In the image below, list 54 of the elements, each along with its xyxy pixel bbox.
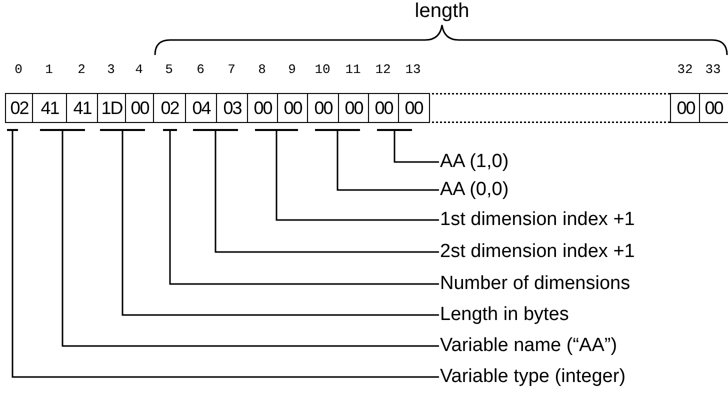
byte-index: 9: [288, 62, 296, 77]
byte-index: 2: [78, 62, 86, 77]
byte-cell: 00: [398, 93, 430, 123]
underline-bar: [193, 129, 238, 131]
byte-index: 11: [345, 62, 361, 77]
underline-bar: [7, 129, 18, 131]
leader-line: [394, 131, 439, 163]
byte-cell: 00: [125, 93, 154, 123]
byte-index: 32: [677, 62, 693, 77]
byte-cell: 02: [153, 93, 186, 123]
byte-cell: 00: [670, 93, 702, 123]
byte-index: 12: [375, 62, 391, 77]
byte-cell: 1D: [97, 93, 126, 123]
byte-index: 7: [228, 62, 236, 77]
underline-bar: [163, 129, 177, 131]
byte-cell: 02: [5, 93, 34, 123]
annotation-text: AA (1,0): [440, 151, 509, 173]
byte-cell: 00: [368, 93, 400, 123]
annotation-text: AA (0,0): [440, 179, 509, 201]
leader-line: [169, 131, 439, 285]
byte-cell: 04: [185, 93, 218, 123]
byte-index: 4: [135, 62, 143, 77]
byte-cell: 00: [699, 93, 728, 123]
byte-index: 6: [196, 62, 204, 77]
byte-index: 5: [165, 62, 173, 77]
leader-line: [12, 131, 439, 378]
byte-index: 8: [258, 62, 266, 77]
byte-cell: 00: [277, 93, 308, 123]
underline-bar: [100, 129, 145, 131]
underline-bar: [315, 129, 360, 131]
brace-label: length: [414, 0, 470, 23]
annotation-text: Length in bytes: [440, 304, 569, 326]
byte-index: 13: [405, 62, 421, 77]
annotation-text: Variable name (“AA”): [440, 335, 618, 357]
leader-line: [276, 131, 439, 221]
byte-cell: 00: [307, 93, 340, 123]
underline-bar: [255, 129, 298, 131]
byte-cell: 03: [216, 93, 248, 123]
byte-cell: 00: [247, 93, 278, 123]
leader-line: [122, 131, 439, 316]
byte-cell: 41: [32, 93, 68, 123]
byte-index: 33: [705, 62, 721, 77]
byte-index: 0: [14, 62, 22, 77]
byte-cell: 41: [66, 93, 98, 123]
byte-cell: 00: [338, 93, 370, 123]
leader-line: [62, 131, 439, 347]
byte-index: 3: [107, 62, 115, 77]
byte-index: 1: [45, 62, 53, 77]
underline-bar: [377, 129, 412, 131]
underline-bar: [40, 129, 85, 131]
leader-line: [336, 131, 439, 191]
annotation-text: Variable type (integer): [440, 366, 626, 388]
byte-index: 10: [314, 62, 330, 77]
leader-line: [214, 131, 439, 253]
